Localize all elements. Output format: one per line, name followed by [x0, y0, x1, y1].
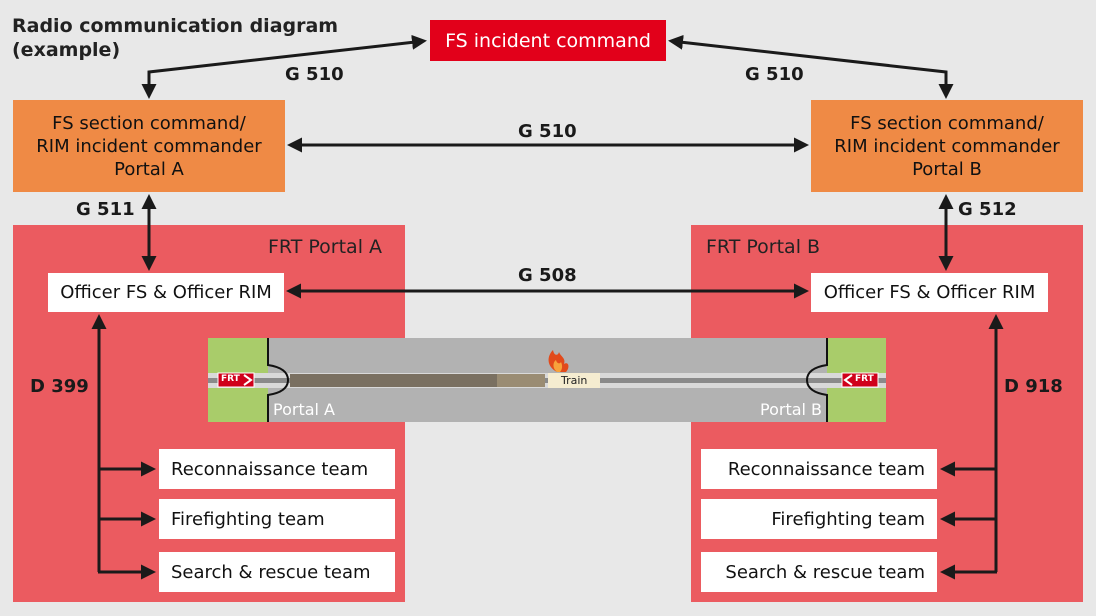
channel-g510-left: G 510	[285, 64, 344, 85]
arrow-ic-section-a	[141, 34, 427, 99]
title-line-2: (example)	[12, 39, 121, 61]
team-a-reconnaissance: Reconnaissance team	[159, 449, 395, 489]
frt-portal-b-title: FRT Portal B	[706, 236, 821, 258]
channel-g508: G 508	[518, 265, 577, 286]
channel-g510-right: G 510	[745, 64, 804, 85]
channel-g512: G 512	[958, 199, 1017, 220]
train-body	[290, 374, 545, 387]
section-command-b-box: FS section command/ RIM incident command…	[811, 100, 1083, 192]
section-a-line-2: RIM incident commander	[36, 135, 262, 157]
channel-d918: D 918	[1004, 376, 1063, 397]
train-label-bg	[548, 373, 600, 388]
officer-a-box: Officer FS & Officer RIM	[48, 273, 284, 312]
section-a-line-1: FS section command/	[52, 112, 246, 134]
team-a-firefighting: Firefighting team	[159, 499, 395, 539]
track-rails	[208, 378, 886, 383]
fire-inner-icon	[553, 360, 563, 372]
portal-a-arc	[267, 338, 290, 422]
team-b-firefighting: Firefighting team	[701, 499, 937, 539]
fire-icon	[548, 350, 569, 372]
section-b-line-1: FS section command/	[850, 112, 1044, 134]
channel-d399: D 399	[30, 376, 89, 397]
team-b-search-rescue: Search & rescue team	[701, 552, 937, 592]
frt-b-arrow-icon	[843, 374, 853, 386]
arrow-ic-section-b	[668, 34, 954, 99]
channel-g511: G 511	[76, 199, 135, 220]
team-b-reconnaissance: Reconnaissance team	[701, 449, 937, 489]
channel-g510-middle: G 510	[518, 121, 577, 142]
section-b-line-3: Portal B	[912, 158, 982, 180]
officer-b-box: Officer FS & Officer RIM	[811, 273, 1048, 312]
section-b-line-2: RIM incident commander	[834, 135, 1060, 157]
train-label: Train	[561, 374, 588, 387]
section-a-line-3: Portal A	[114, 158, 184, 180]
portal-b-arc	[805, 338, 828, 422]
train-burning-car	[497, 374, 545, 387]
diagram-title: Radio communication diagram (example)	[12, 14, 372, 62]
frt-a-sign-label: FRT	[221, 374, 240, 384]
section-command-a-box: FS section command/ RIM incident command…	[13, 100, 285, 192]
title-line-1: Radio communication diagram	[12, 15, 339, 37]
team-a-search-rescue: Search & rescue team	[159, 552, 395, 592]
tunnel-portal-a-label: Portal A	[273, 400, 335, 419]
incident-command-box: FS incident command	[430, 20, 666, 61]
frt-b-sign-label: FRT	[855, 374, 874, 384]
tunnel-portal-b-label: Portal B	[760, 400, 823, 419]
frt-a-arrow-icon	[243, 374, 253, 386]
frt-portal-a-title: FRT Portal A	[268, 236, 383, 258]
